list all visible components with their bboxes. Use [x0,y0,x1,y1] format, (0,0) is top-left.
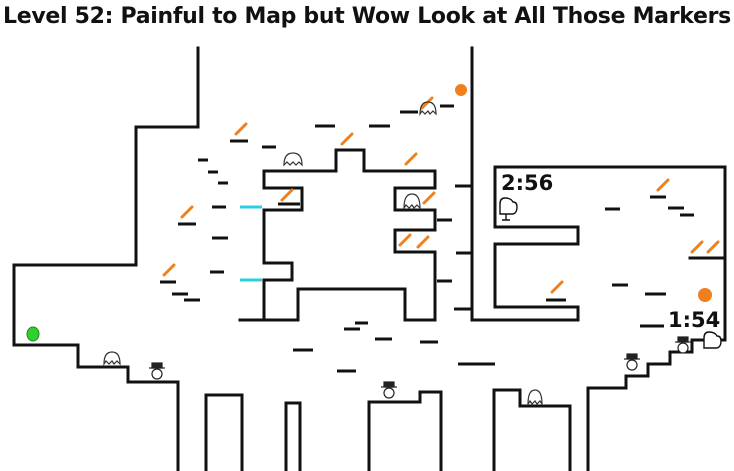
orange-marker [404,152,418,166]
bottom-pillar [492,388,572,471]
bottom-pillar [284,401,302,471]
glove-icon [703,331,722,349]
orange-marker [416,235,430,249]
glove-icons [499,197,722,349]
ghost-enemy-icon [103,351,121,366]
ghost-enemy-icon [419,101,437,116]
orange-marker [234,122,248,136]
inner-block-wall [238,148,437,322]
marker-set [162,96,720,294]
orange-marker [280,188,294,202]
ghost-enemy-icon [283,152,303,167]
map-walls [12,46,727,471]
bottom-pillar [367,390,443,471]
hat-enemy-icon [624,353,640,371]
timer-label: 1:54 [668,308,721,332]
hat-enemies [149,336,691,399]
orange-marker [420,96,434,110]
orange-marker [690,240,704,254]
inner-block-wall [262,186,304,322]
orange-marker [550,280,564,294]
floating-ledges [160,104,694,373]
glove-icon [499,197,518,221]
ghost-enemy-icon [527,389,543,406]
ghost-enemy-icon [403,193,421,210]
orange-marker [340,132,354,146]
ghost-enemies [103,101,543,406]
right-outer-wall [586,338,727,471]
orange-marker [398,233,412,247]
bottom-pillar [204,393,244,471]
orange-coin-icon [455,84,467,96]
player-blob-icon [26,326,40,342]
timer-label: 2:56 [501,171,554,195]
orange-marker [162,263,176,277]
left-outer-wall [12,46,200,471]
ice-ledges [240,205,262,282]
hat-enemy-icon [675,336,691,354]
orange-coin-icon [698,288,712,302]
hat-enemy-icon [149,362,165,380]
orange-marker [706,240,720,254]
level-title: Level 52: Painful to Map but Wow Look at… [3,4,731,29]
hat-enemy-icon [381,381,397,399]
orange-marker [180,205,194,219]
orange-marker [656,178,670,192]
orange-marker [422,191,436,205]
coins [455,84,712,302]
